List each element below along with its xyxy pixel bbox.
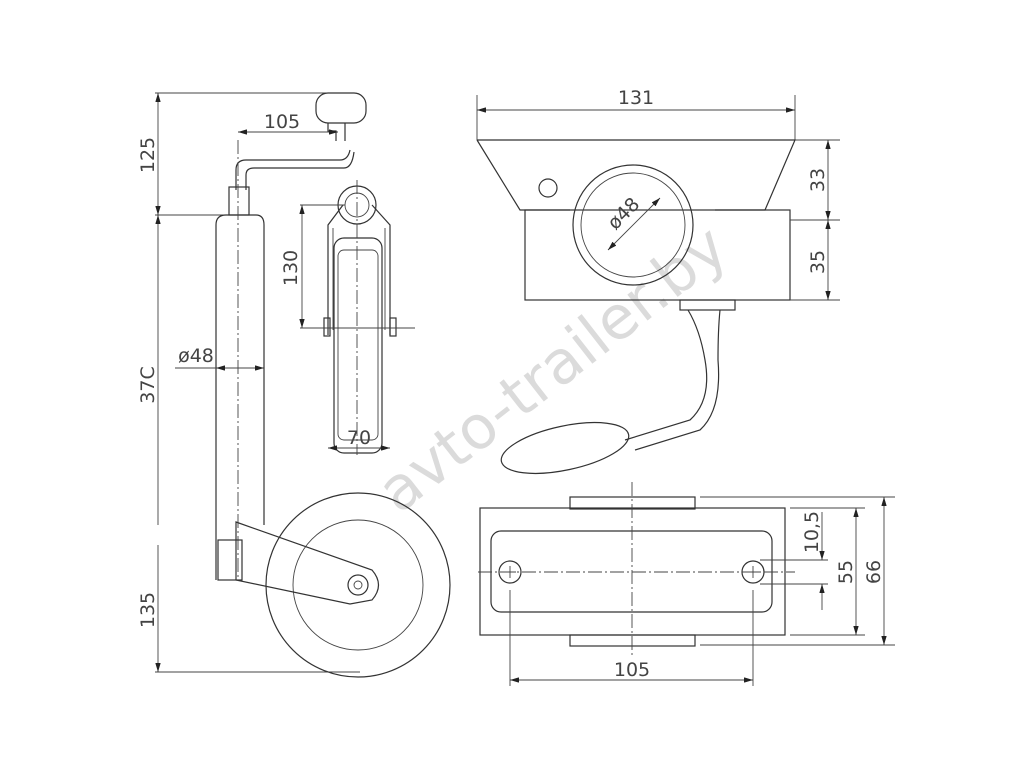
watermark: avto-trailer.by (365, 212, 741, 527)
dim-hole-offset: 10,5 (801, 511, 823, 553)
dim-tube-diameter: ø48 (178, 345, 214, 367)
dim-wheel-height: 135 (137, 592, 159, 628)
dim-fork-height: 130 (280, 250, 302, 286)
dim-inner-width: 55 (835, 560, 857, 584)
wheel-front-view (299, 180, 415, 455)
dim-hole-spacing: 105 (614, 659, 650, 681)
dim-handle-height: 125 (137, 137, 159, 173)
dim-upper-height: 33 (807, 168, 829, 192)
dim-wheel-width: 70 (347, 427, 371, 449)
dim-bore-diameter: ø48 (603, 193, 644, 234)
dim-lower-height: 35 (807, 250, 829, 274)
dim-tube-length: 37C (137, 366, 159, 403)
clamp-front-view (476, 95, 840, 475)
dim-outer-width: 66 (863, 560, 885, 584)
dim-plate-width: 131 (618, 87, 654, 109)
jockey-wheel-side-view (155, 92, 451, 678)
dim-crank-offset: 105 (264, 111, 300, 133)
clamp-top-view (478, 482, 895, 686)
